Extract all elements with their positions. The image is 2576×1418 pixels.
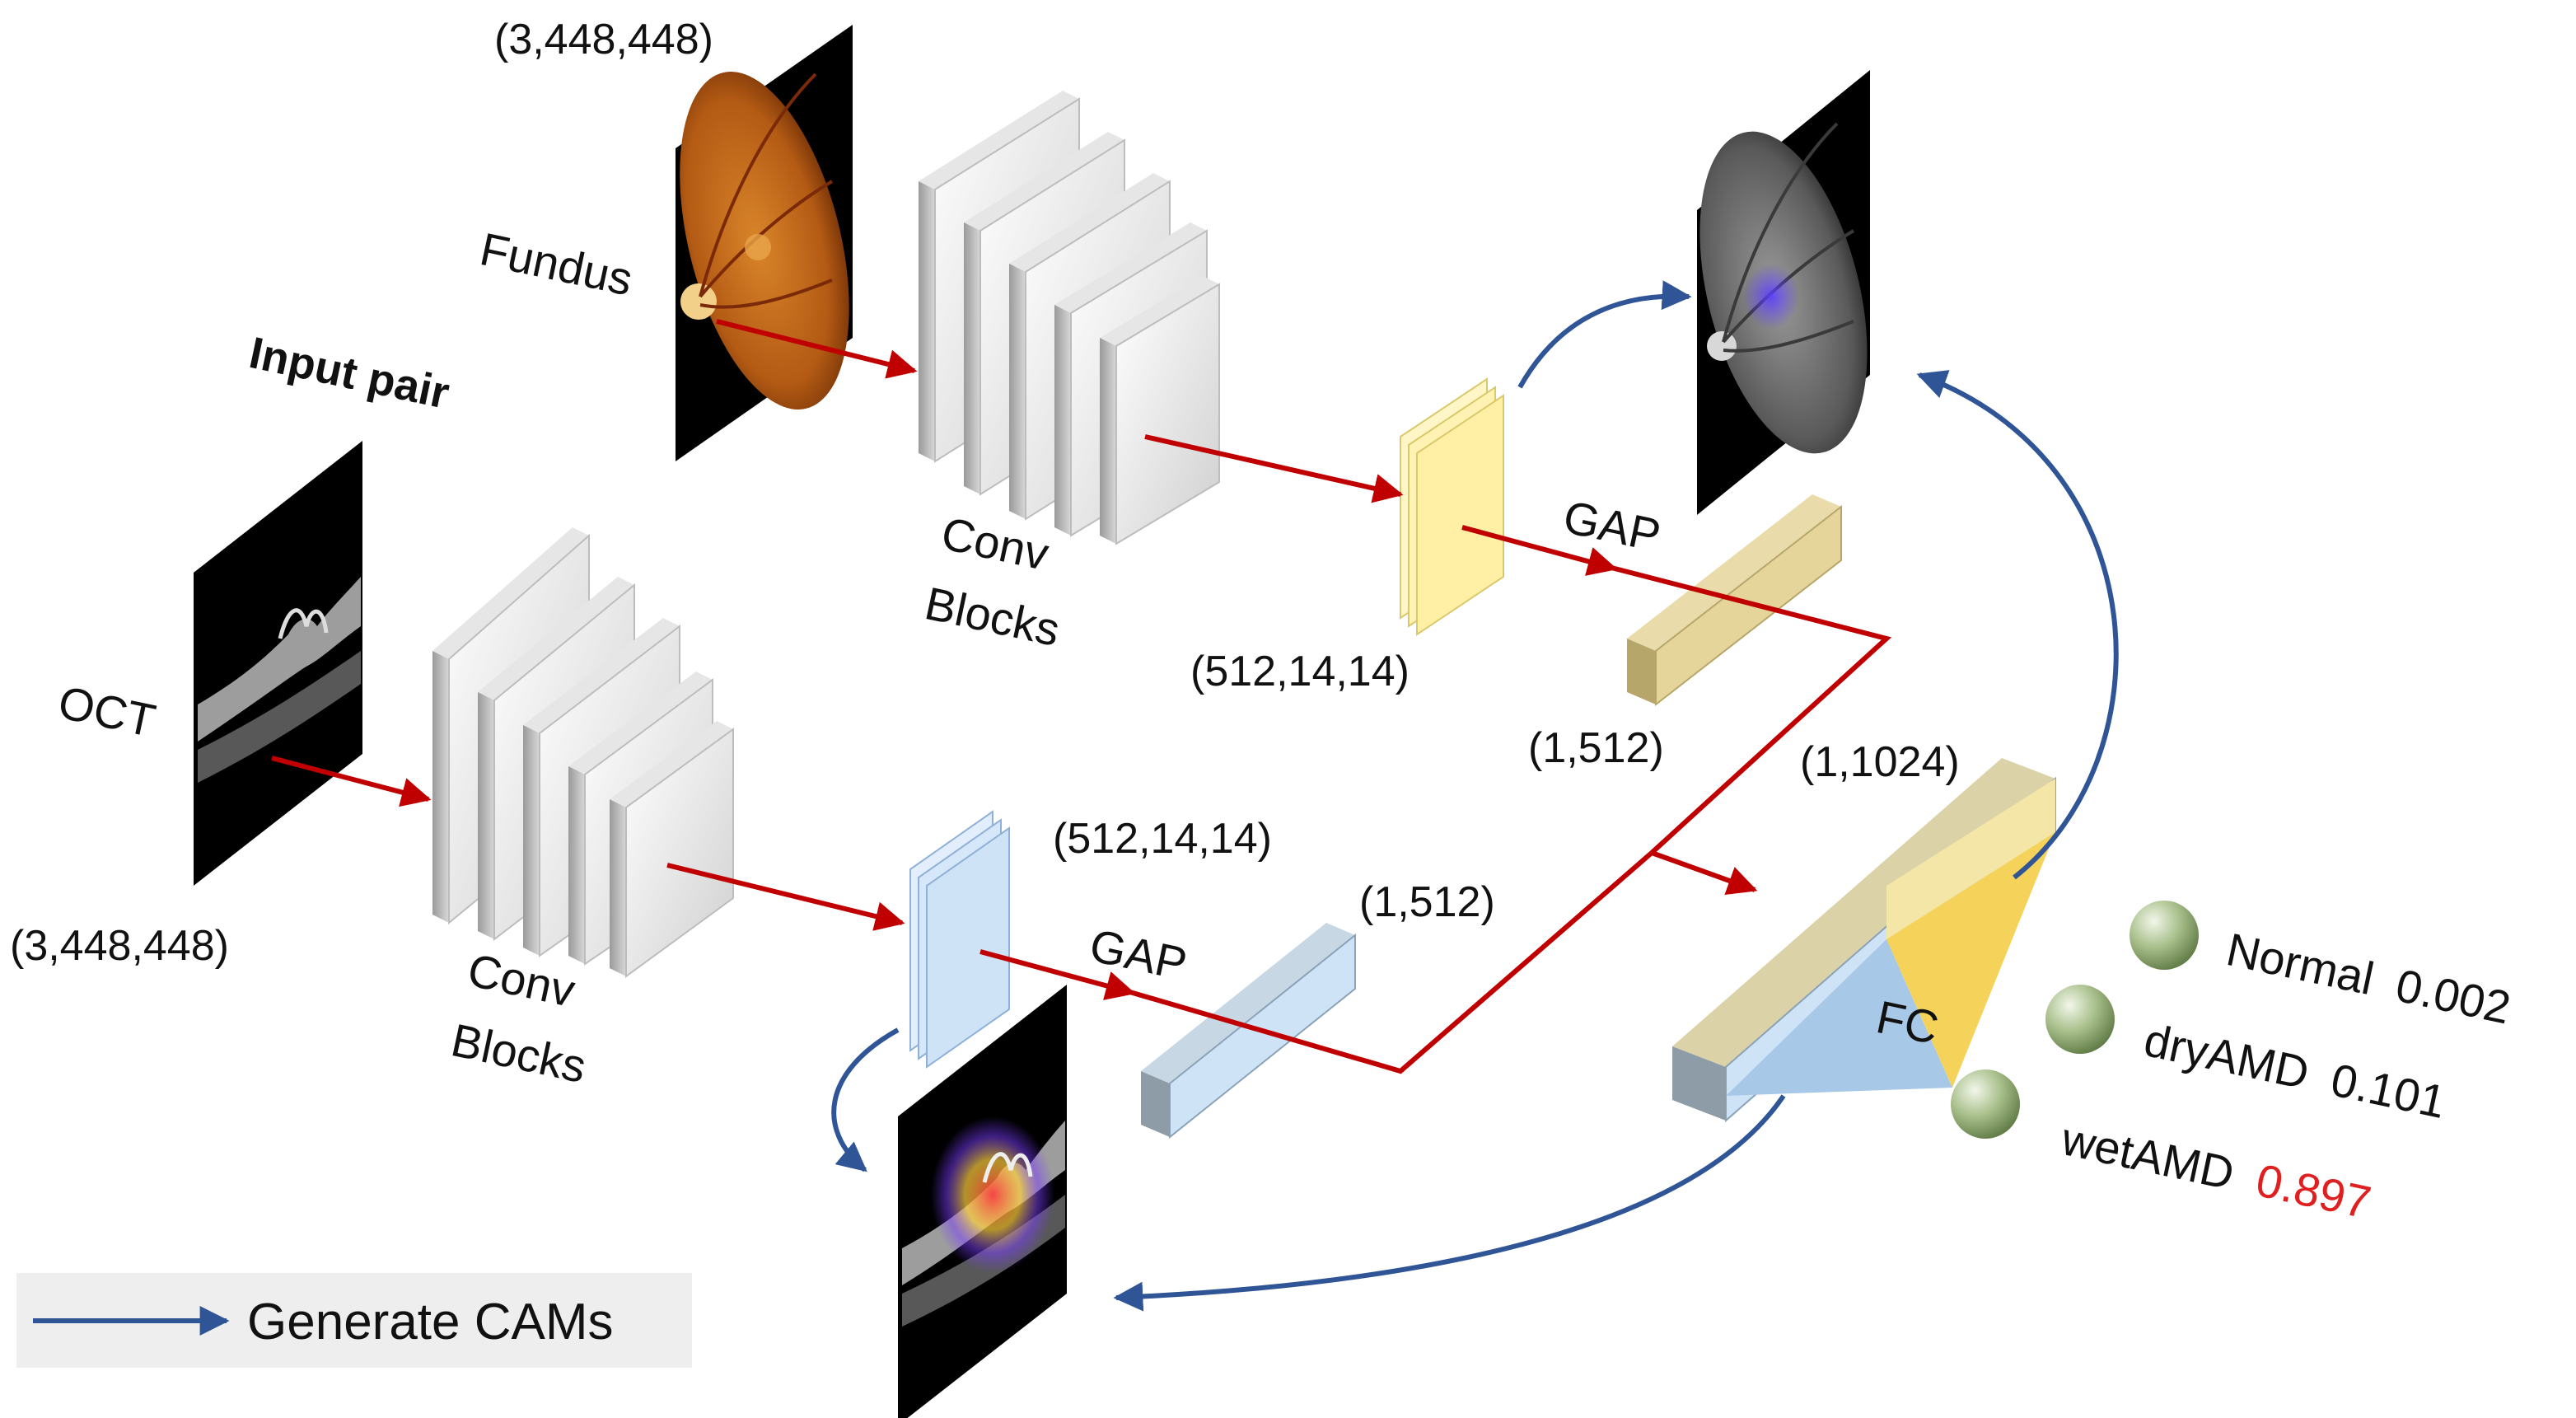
output-dryamd: dryAMD 0.101 bbox=[2140, 1013, 2451, 1128]
input-pair-label: Input pair bbox=[245, 328, 454, 419]
conv-bottom-label-1: Conv bbox=[464, 943, 580, 1017]
cam-arrow-fc-to-fundus-cam bbox=[1916, 370, 2119, 880]
cam-arrow-fc-to-oct-cam bbox=[1113, 1094, 1786, 1312]
fc-layer bbox=[1672, 758, 2056, 1123]
cam-arrows bbox=[831, 280, 2119, 1312]
legend: Generate CAMs bbox=[16, 1273, 692, 1368]
arrow-oct-to-conv bbox=[271, 756, 432, 807]
arrow-fmap-to-gap-top bbox=[1461, 525, 1618, 576]
flow-arrows bbox=[271, 319, 1892, 1074]
arrow-fundus-to-conv bbox=[716, 319, 918, 379]
conv-bottom-label-2: Blocks bbox=[447, 1013, 591, 1093]
arrow-merge-to-fc bbox=[1650, 850, 1758, 895]
output-dryamd-class: dryAMD bbox=[2140, 1013, 2314, 1099]
fundus-image bbox=[676, 25, 853, 461]
output-sphere-wetamd bbox=[1951, 1069, 2020, 1139]
feature-map-top bbox=[1400, 377, 1504, 636]
output-wetamd-value: 0.897 bbox=[2251, 1154, 2375, 1228]
line-gap-bottom-out bbox=[1132, 850, 1653, 1074]
cam-arrow-fmap-to-oct-cam bbox=[831, 1027, 900, 1172]
output-spheres bbox=[1951, 901, 2199, 1139]
gap-vector-bottom bbox=[1141, 923, 1356, 1140]
conv-blocks-bottom bbox=[432, 527, 734, 978]
feature-map-bottom bbox=[909, 810, 1010, 1069]
output-sphere-normal bbox=[2130, 901, 2199, 970]
cam-arrow-fmap-to-fundus-cam bbox=[1517, 280, 1692, 389]
conv-top-label-1: Conv bbox=[937, 507, 1054, 580]
fmap-bottom-shape-label: (512,14,14) bbox=[1053, 815, 1272, 863]
fc-label: FC bbox=[1872, 990, 1943, 1054]
vec-bottom-shape-label: (1,512) bbox=[1359, 878, 1495, 926]
line-gap-top-out bbox=[1614, 566, 1892, 855]
vec-top-shape-label: (1,512) bbox=[1528, 724, 1664, 772]
output-sphere-dryamd bbox=[2045, 985, 2115, 1054]
gap-vector-top bbox=[1627, 494, 1842, 707]
fmap-top-shape-label: (512,14,14) bbox=[1190, 648, 1410, 695]
fundus-shape-label: (3,448,448) bbox=[494, 16, 713, 63]
fundus-cam-image bbox=[1697, 70, 1870, 515]
output-normal-class: Normal bbox=[2223, 923, 2379, 1004]
gap-bottom-label: GAP bbox=[1086, 919, 1192, 990]
oct-label: OCT bbox=[54, 676, 161, 746]
concat-shape-label: (1,1024) bbox=[1800, 738, 1960, 786]
legend-label: Generate CAMs bbox=[247, 1294, 614, 1350]
output-wetamd: wetAMD 0.897 bbox=[2057, 1112, 2376, 1228]
output-dryamd-value: 0.101 bbox=[2326, 1053, 2450, 1128]
arrow-fmap-to-gap-bottom bbox=[979, 949, 1136, 1000]
output-normal: Normal 0.002 bbox=[2223, 923, 2516, 1033]
conv-top-label-2: Blocks bbox=[921, 577, 1064, 656]
output-wetamd-class: wetAMD bbox=[2057, 1112, 2239, 1200]
oct-image bbox=[194, 441, 362, 886]
arrow-conv-to-fmap-top bbox=[1144, 434, 1404, 503]
gap-top-label: GAP bbox=[1559, 490, 1666, 561]
fundus-label: Fundus bbox=[476, 222, 638, 305]
oct-cam-image bbox=[898, 985, 1067, 1418]
conv-blocks-top bbox=[919, 91, 1220, 545]
output-labels: Normal 0.002 dryAMD 0.101 wetAMD 0.897 bbox=[2057, 923, 2516, 1228]
oct-shape-label: (3,448,448) bbox=[10, 922, 229, 970]
arrow-conv-to-fmap-bottom bbox=[666, 863, 905, 931]
output-normal-value: 0.002 bbox=[2391, 959, 2515, 1034]
